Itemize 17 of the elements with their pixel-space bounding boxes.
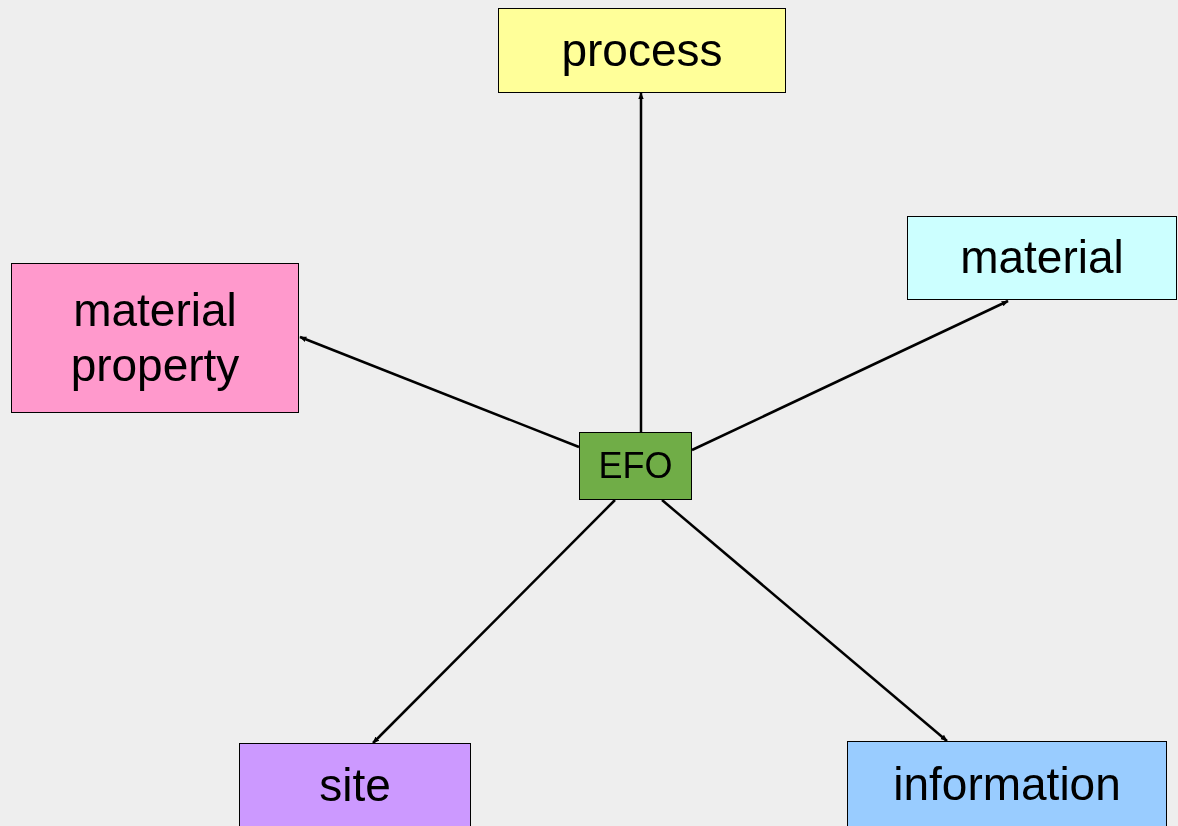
arrow (691, 299, 1009, 452)
arrow (661, 499, 948, 742)
concept-box (579, 432, 692, 500)
arrow (299, 335, 580, 449)
node-label: EFO (598, 444, 673, 488)
node-label: material property (69, 282, 241, 393)
arrow (372, 499, 616, 744)
concept-box (239, 743, 471, 826)
concept-box (11, 263, 299, 413)
node-label: site (319, 757, 391, 813)
concept-box (907, 216, 1177, 300)
node-label: information (893, 756, 1121, 812)
arrow (638, 92, 644, 432)
concept-box (847, 741, 1167, 826)
concept-box (498, 8, 786, 93)
node-label: material (960, 230, 1124, 286)
node-label: process (561, 22, 723, 78)
